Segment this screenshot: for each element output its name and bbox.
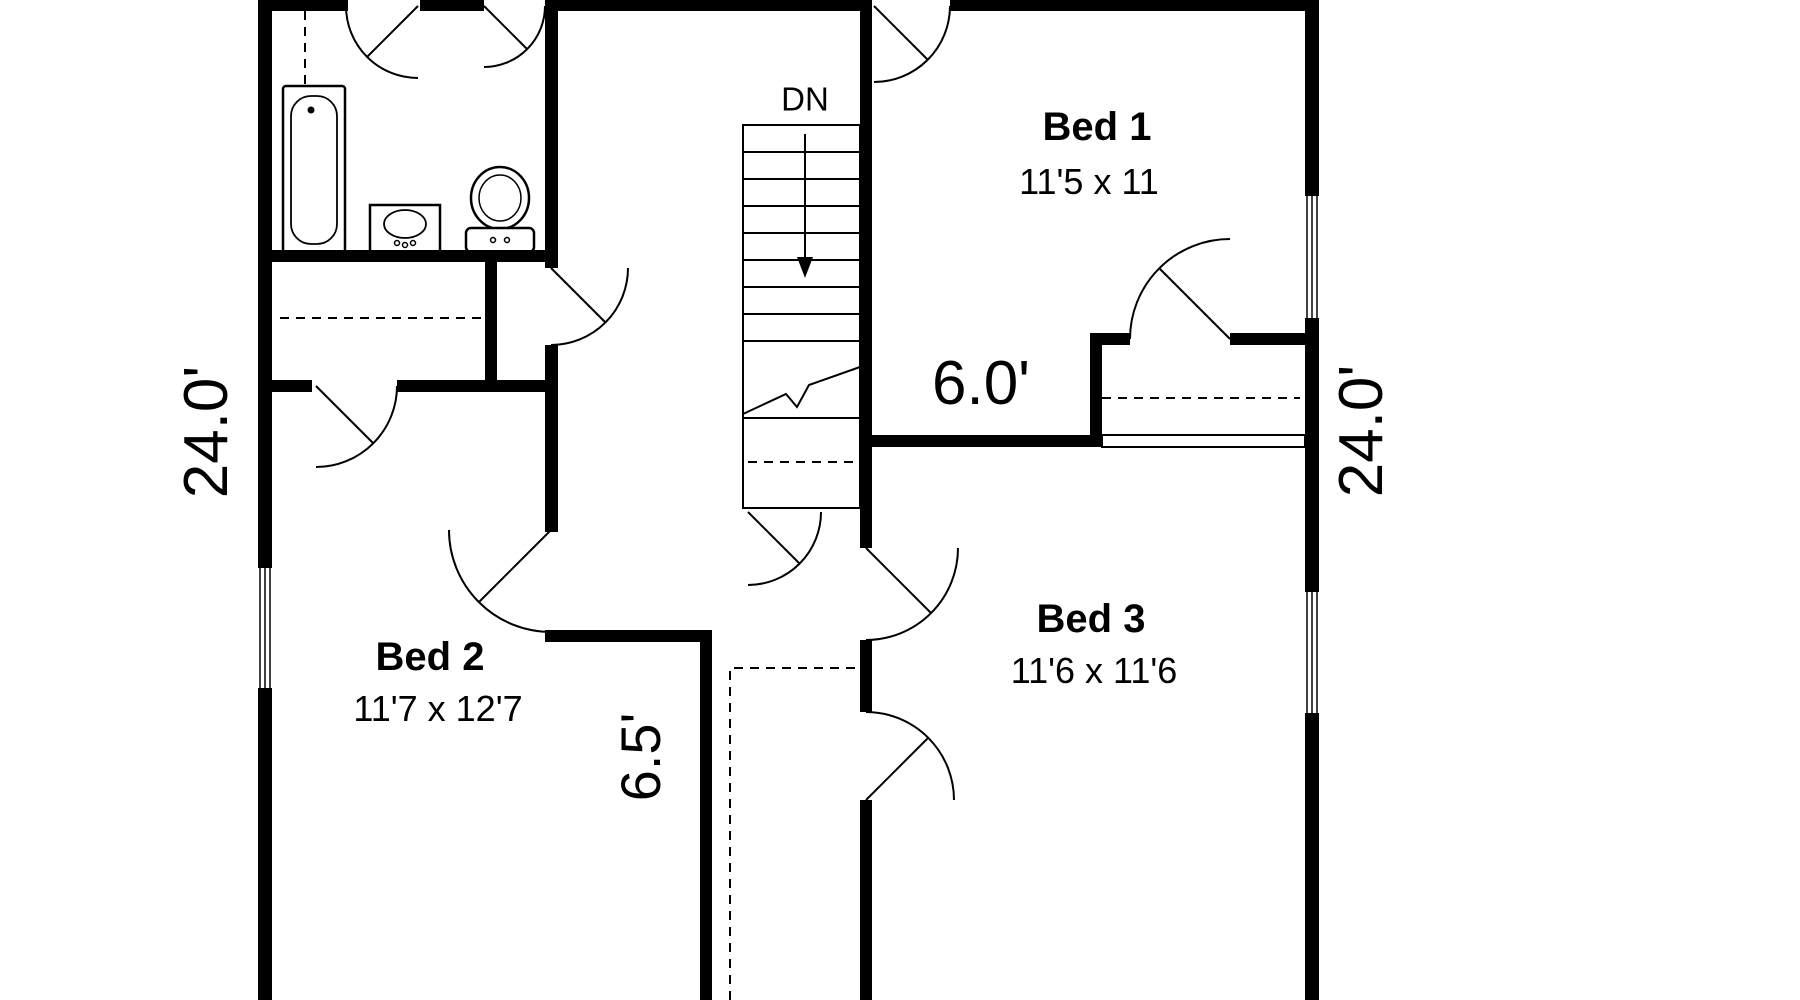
bed3-left-wall-a bbox=[860, 447, 872, 548]
window-left bbox=[259, 568, 271, 688]
window-right-lower bbox=[1306, 592, 1318, 713]
understairs-closet-door-arc bbox=[747, 511, 822, 586]
bed3-room-label: Bed 3 bbox=[1036, 597, 1146, 641]
bed2-room-dimensions: 11'7 x 12'7 bbox=[353, 688, 523, 729]
bathtub-icon bbox=[281, 84, 347, 254]
bed2-top-right-wall bbox=[545, 630, 712, 642]
bed3-left-wall-c bbox=[860, 800, 872, 1000]
bathroom-hall-door-arc bbox=[550, 267, 629, 346]
lower-hallway-dimension-label: 6.5' bbox=[609, 712, 672, 802]
stair-treads bbox=[743, 151, 860, 342]
staircase bbox=[742, 124, 861, 509]
stairs-down-label: DN bbox=[781, 80, 829, 118]
bed1-closet-left-wall bbox=[1090, 333, 1102, 447]
top-wall-c bbox=[556, 0, 860, 11]
right-exterior-wall-lower bbox=[1305, 713, 1319, 1000]
bed2-closet-bottom-wall-a bbox=[272, 380, 312, 392]
closet-dashed-lines bbox=[280, 11, 1300, 1000]
bed2-closet-right-wall bbox=[485, 262, 497, 380]
hall-wall-middle bbox=[545, 345, 558, 532]
hall-wall-upper bbox=[545, 0, 558, 268]
bed1-closet-back-wall bbox=[1101, 434, 1306, 448]
right-exterior-wall-middle bbox=[1305, 318, 1319, 592]
toilet-icon bbox=[464, 165, 536, 254]
stair-break-line bbox=[742, 366, 861, 415]
walls bbox=[258, 0, 1319, 1000]
bed1-room-label: Bed 1 bbox=[1042, 105, 1152, 149]
bathroom-door-arc bbox=[345, 5, 419, 79]
hall-top-door-arc bbox=[483, 5, 546, 68]
stair-down-arrow-icon bbox=[797, 134, 813, 278]
top-wall-d bbox=[950, 0, 1319, 11]
bed3-door-arc bbox=[865, 547, 959, 641]
vanity-sink-icon bbox=[368, 203, 442, 254]
bed1-door-arc bbox=[873, 5, 951, 83]
doors bbox=[315, 5, 1231, 801]
lower-hall-closet-dashed-line bbox=[729, 667, 858, 1000]
left-exterior-wall-upper bbox=[258, 0, 272, 568]
bed1-room-dimensions: 11'5 x 11 bbox=[1019, 161, 1159, 202]
bed1-closet-door-arc bbox=[1129, 238, 1231, 340]
left-exterior-wall-lower bbox=[258, 688, 272, 1000]
top-wall-a bbox=[258, 0, 348, 11]
bed3-lower-door-arc bbox=[865, 711, 955, 801]
lower-hall-left-wall bbox=[700, 642, 712, 1000]
right-exterior-wall-upper bbox=[1305, 0, 1319, 196]
bed2-door-arc bbox=[448, 529, 552, 633]
top-wall-b bbox=[420, 0, 484, 11]
bed2-closet-door-arc bbox=[315, 385, 398, 468]
hallway-wall-6ft bbox=[860, 435, 1090, 447]
hallway-dimension-label: 6.0' bbox=[931, 349, 1031, 418]
bed3-room-dimensions: 11'6 x 11'6 bbox=[1010, 650, 1178, 691]
bed2-closet-bottom-wall-b bbox=[397, 380, 558, 392]
stairwell-right-wall bbox=[860, 0, 872, 447]
window-right-upper bbox=[1306, 196, 1318, 318]
windows bbox=[259, 196, 1318, 713]
bed2-room-label: Bed 2 bbox=[375, 635, 485, 679]
right-wall-dimension-label: 24.0' bbox=[1327, 364, 1396, 498]
bathroom-bottom-wall bbox=[272, 250, 558, 262]
bed3-left-wall-b bbox=[860, 640, 872, 712]
bathroom-fixtures bbox=[281, 84, 536, 254]
bed1-closet-top-wall-b bbox=[1230, 333, 1305, 345]
left-wall-dimension-label: 24.0' bbox=[172, 365, 241, 499]
